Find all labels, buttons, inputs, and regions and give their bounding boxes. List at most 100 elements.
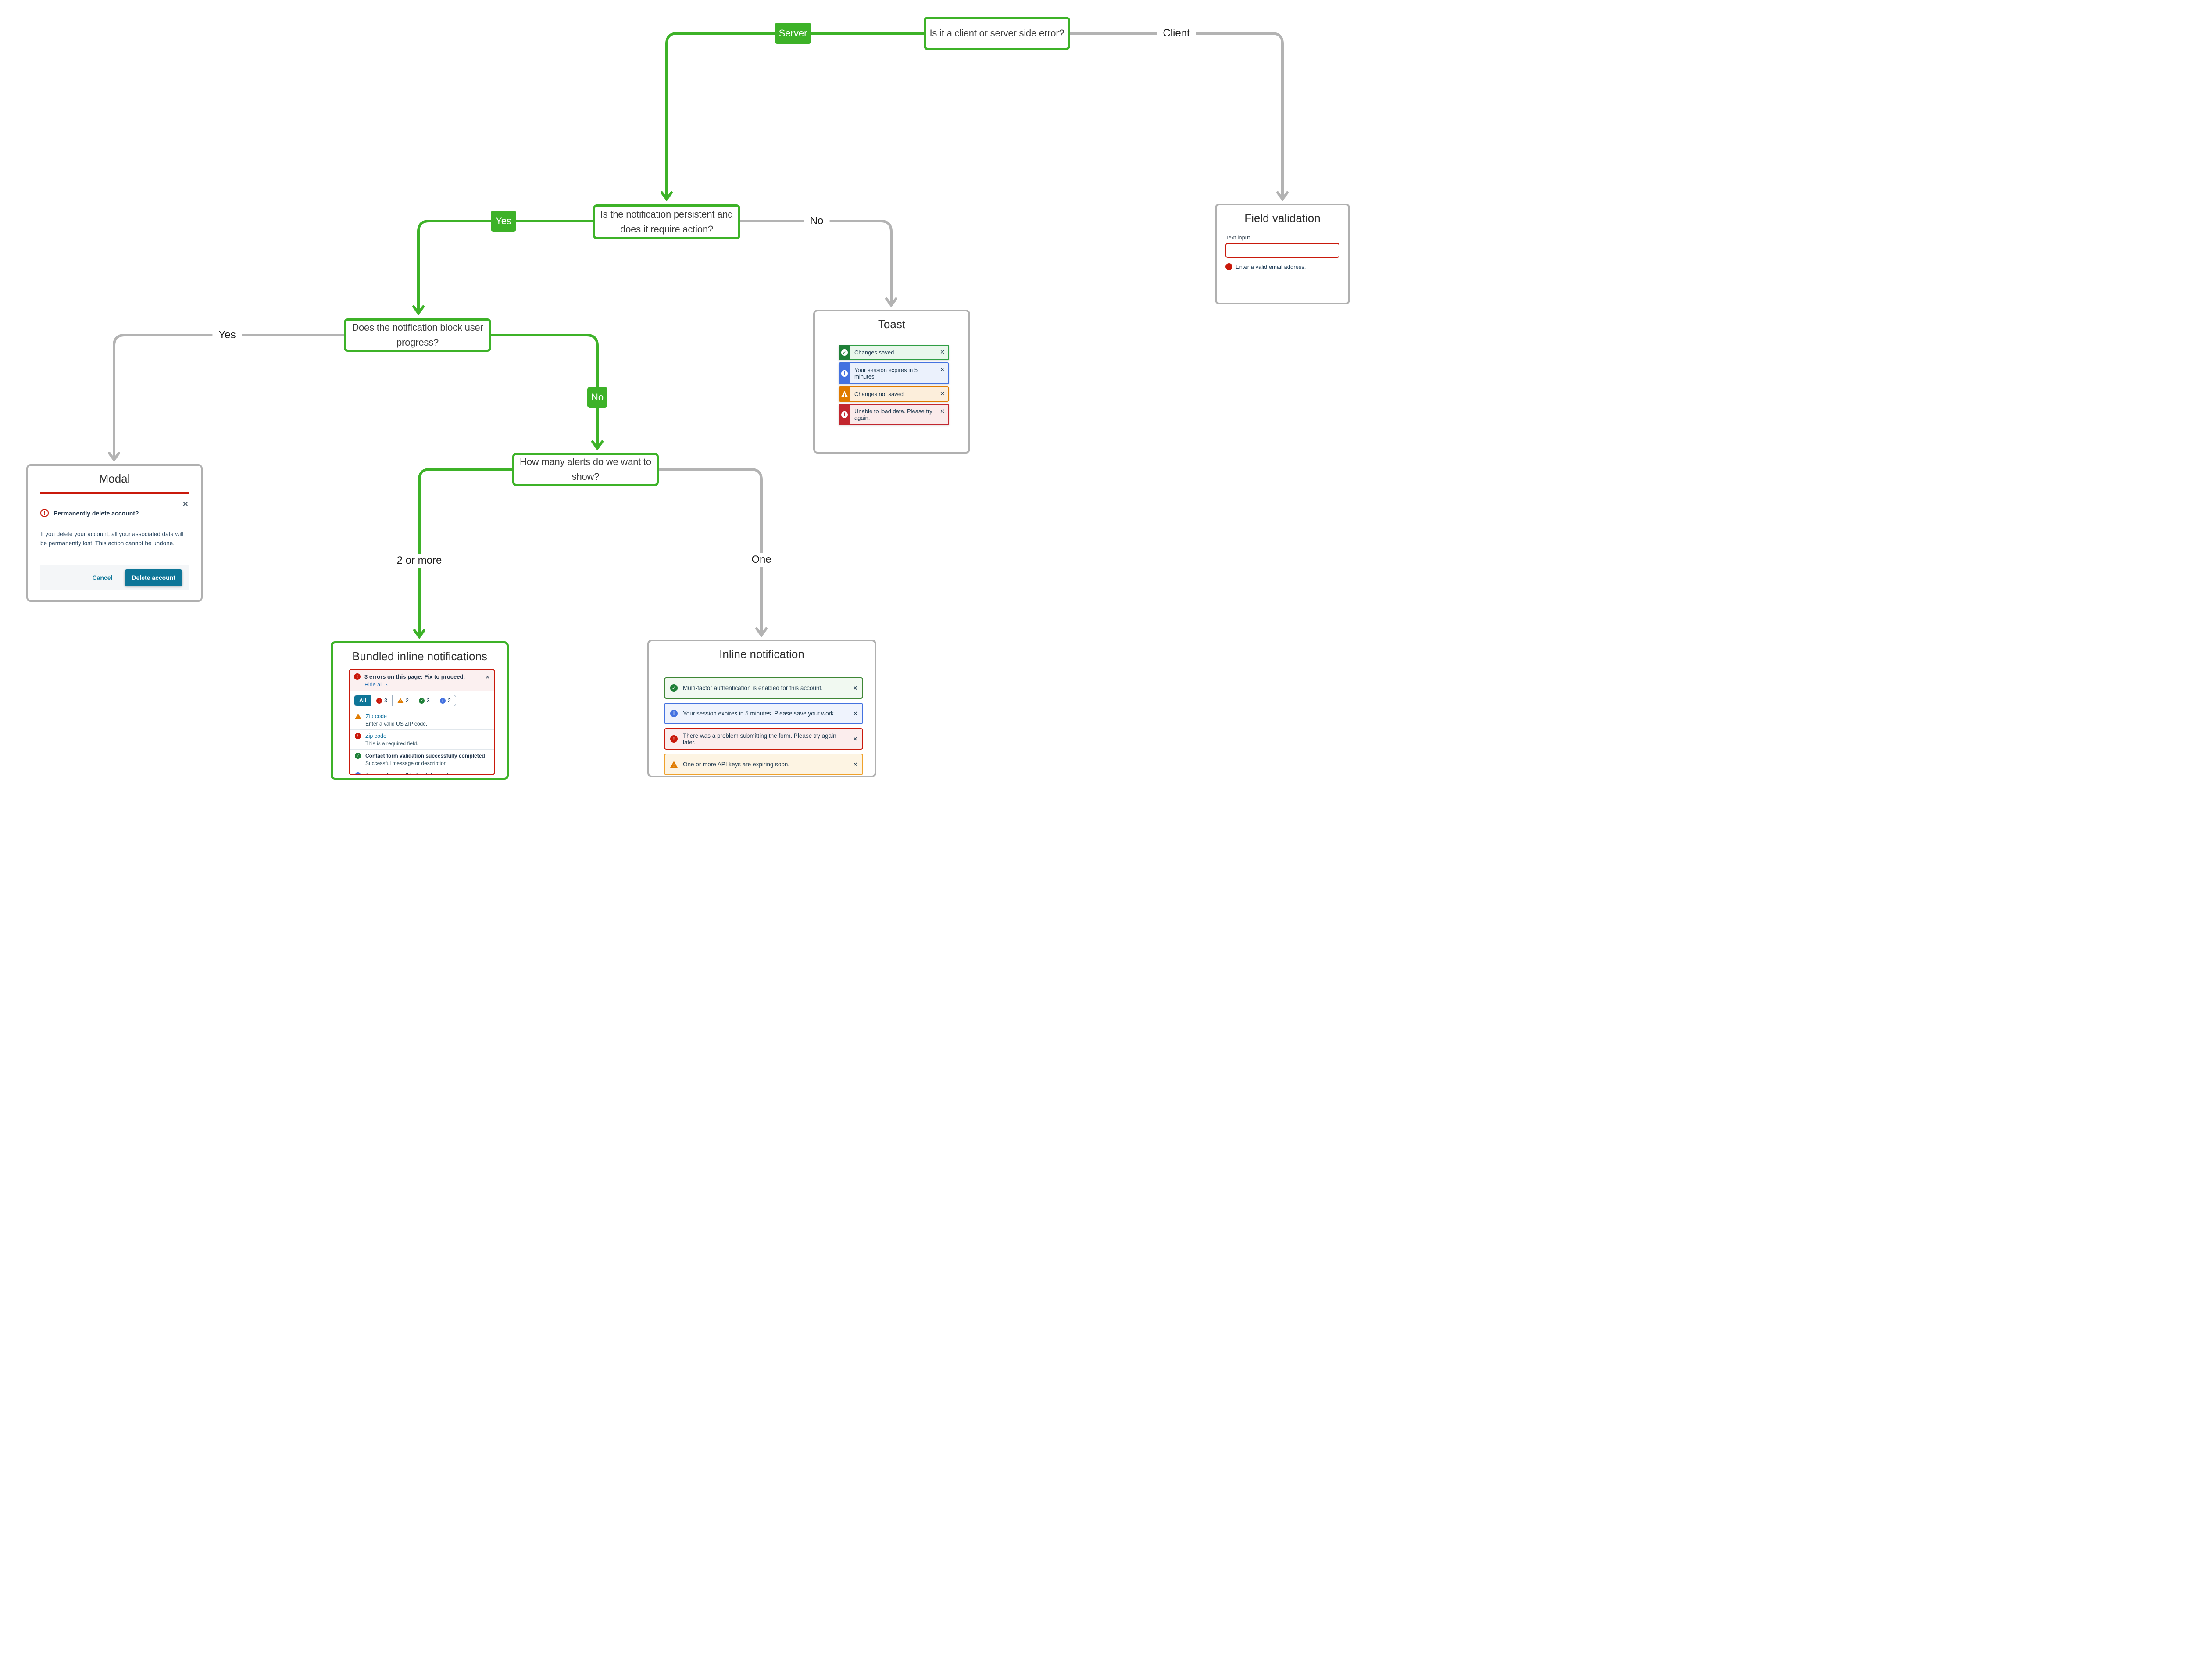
alert-info: i Your session expires in 5 minutes. Ple… xyxy=(664,703,863,724)
tab-successes[interactable]: ✓ 3 xyxy=(413,695,435,706)
tab-errors[interactable]: ! 3 xyxy=(371,695,392,706)
edge-one xyxy=(657,468,768,638)
exclamation-glyph: ! xyxy=(841,411,848,418)
error-icon: ! xyxy=(355,733,361,739)
check-icon: ✓ xyxy=(841,349,848,356)
error-icon: ! xyxy=(670,735,678,743)
error-icon: ! xyxy=(354,673,361,680)
field-link[interactable]: Zip code xyxy=(366,713,387,719)
bundled-header: ! 3 errors on this page: Fix to proceed.… xyxy=(350,670,494,691)
modal-body-text: If you delete your account, all your ass… xyxy=(40,531,184,547)
edge-label-no: No xyxy=(804,214,830,228)
close-icon[interactable]: ✕ xyxy=(940,366,945,373)
info-icon: i xyxy=(839,362,850,384)
alert-error: ! There was a problem submitting the for… xyxy=(664,728,863,750)
modal-heading: Permanently delete account? xyxy=(54,509,139,517)
hide-all-link[interactable]: Hide all∧ xyxy=(364,682,388,688)
bundled-panel: ! 3 errors on this page: Fix to proceed.… xyxy=(349,669,495,775)
edge-badge-no: No xyxy=(587,387,607,408)
email-input[interactable] xyxy=(1225,243,1339,258)
bundled-filter-tabs: All ! 3 ! 2 ✓ 3 i 2 xyxy=(350,691,494,710)
edge-label-one: One xyxy=(745,553,778,567)
edge-badge-server: Server xyxy=(775,23,811,44)
bundled-header-text: 3 errors on this page: Fix to proceed. xyxy=(364,673,465,680)
info-count: 2 xyxy=(447,697,451,704)
success-count: 3 xyxy=(426,697,430,704)
close-icon[interactable]: ✕ xyxy=(853,761,858,768)
item-title: Contact form validation successfully com… xyxy=(365,753,485,759)
item-description: Enter a valid US ZIP code. xyxy=(365,721,428,727)
error-icon: ! xyxy=(376,697,382,704)
modal-card-title: Modal xyxy=(99,472,130,485)
alert-warning: ! One or more API keys are expiring soon… xyxy=(664,754,863,775)
modal-footer: Cancel Delete account xyxy=(40,565,189,590)
bundled-item-error: ! Zip code This is a required field. xyxy=(350,729,494,749)
inline-alert-list: ✓ Multi-factor authentication is enabled… xyxy=(664,677,863,779)
field-validation-card: Field validation Text input ! Enter a va… xyxy=(1215,204,1350,304)
flowchart-canvas: Is it a client or server side error? Is … xyxy=(0,0,1375,797)
tab-infos[interactable]: i 2 xyxy=(434,695,456,706)
info-icon: i xyxy=(670,710,678,717)
toast-message: Your session expires in 5 minutes. xyxy=(854,367,918,380)
flow-connectors xyxy=(108,32,1289,640)
toast-success: ✓ Changes saved ✕ xyxy=(839,345,949,360)
close-icon[interactable]: ✕ xyxy=(940,390,945,397)
warning-icon: ! xyxy=(839,386,850,402)
error-icon: ! xyxy=(1225,263,1232,270)
edge-label-two-or-more: 2 or more xyxy=(390,554,448,568)
alert-message: One or more API keys are expiring soon. xyxy=(683,761,790,768)
toast-card-title: Toast xyxy=(878,318,906,331)
edge-label-yes: Yes xyxy=(212,328,242,342)
hide-all-label: Hide all xyxy=(364,682,383,688)
close-icon[interactable]: ✕ xyxy=(853,684,858,691)
warning-count: 2 xyxy=(405,697,409,704)
inline-notification-card: Inline notification ✓ Multi-factor authe… xyxy=(647,640,876,777)
edge-two-or-more xyxy=(413,468,514,640)
toast-message: Changes saved xyxy=(854,349,894,356)
toast-error: ! Unable to load data. Please try again.… xyxy=(839,404,949,425)
decision-persistent: Is the notification persistent and does … xyxy=(593,204,740,239)
toast-card: Toast ✓ Changes saved ✕ i Your session e… xyxy=(813,310,970,454)
toast-info: i Your session expires in 5 minutes. ✕ xyxy=(839,362,949,384)
error-icon: ! xyxy=(839,404,850,425)
warning-icon: ! xyxy=(397,698,404,703)
close-icon[interactable]: ✕ xyxy=(182,500,189,508)
close-icon[interactable]: ✕ xyxy=(485,674,490,680)
tab-all[interactable]: All xyxy=(354,695,371,706)
toast-warning: ! Changes not saved ✕ xyxy=(839,386,949,402)
chevron-up-icon: ∧ xyxy=(385,683,389,688)
decision-how-many-alerts: How many alerts do we want to show? xyxy=(512,453,659,486)
success-icon: ✓ xyxy=(839,345,850,360)
alert-message: There was a problem submitting the form.… xyxy=(683,732,836,746)
cancel-button[interactable]: Cancel xyxy=(92,574,113,581)
success-icon: ✓ xyxy=(418,697,425,704)
error-count: 3 xyxy=(384,697,387,704)
edge-yes-to-modal xyxy=(108,334,345,462)
info-icon: i xyxy=(439,697,446,704)
close-icon[interactable]: ✕ xyxy=(940,408,945,415)
close-icon[interactable]: ✕ xyxy=(853,735,858,742)
edge-client xyxy=(1069,32,1289,202)
text-input-label: Text input xyxy=(1225,234,1250,241)
item-title: Contact form validation information xyxy=(365,772,454,774)
toast-list: ✓ Changes saved ✕ i Your session expires… xyxy=(839,345,949,427)
info-icon: i xyxy=(355,772,361,774)
toast-message: Unable to load data. Please try again. xyxy=(854,408,932,421)
field-validation-title: Field validation xyxy=(1244,211,1321,225)
delete-account-button[interactable]: Delete account xyxy=(125,569,182,586)
bundled-notifications-card: Bundled inline notifications ! 3 errors … xyxy=(331,641,509,780)
edge-no-to-howmany xyxy=(490,334,604,451)
bundled-item-info: i Contact form validation information In… xyxy=(350,769,494,774)
close-icon[interactable]: ✕ xyxy=(940,349,945,355)
success-icon: ✓ xyxy=(355,753,361,759)
field-link[interactable]: Zip code xyxy=(365,733,386,739)
bundled-card-title: Bundled inline notifications xyxy=(352,650,487,663)
warning-icon: ! xyxy=(670,761,678,768)
decision-client-or-server: Is it a client or server side error? xyxy=(924,17,1070,50)
tab-warnings[interactable]: ! 2 xyxy=(392,695,414,706)
decision-blocks-progress: Does the notification block user progres… xyxy=(344,318,491,352)
inline-card-title: Inline notification xyxy=(719,647,804,661)
close-icon[interactable]: ✕ xyxy=(853,710,858,717)
info-glyph: i xyxy=(841,370,848,377)
edge-badge-yes: Yes xyxy=(491,211,516,232)
